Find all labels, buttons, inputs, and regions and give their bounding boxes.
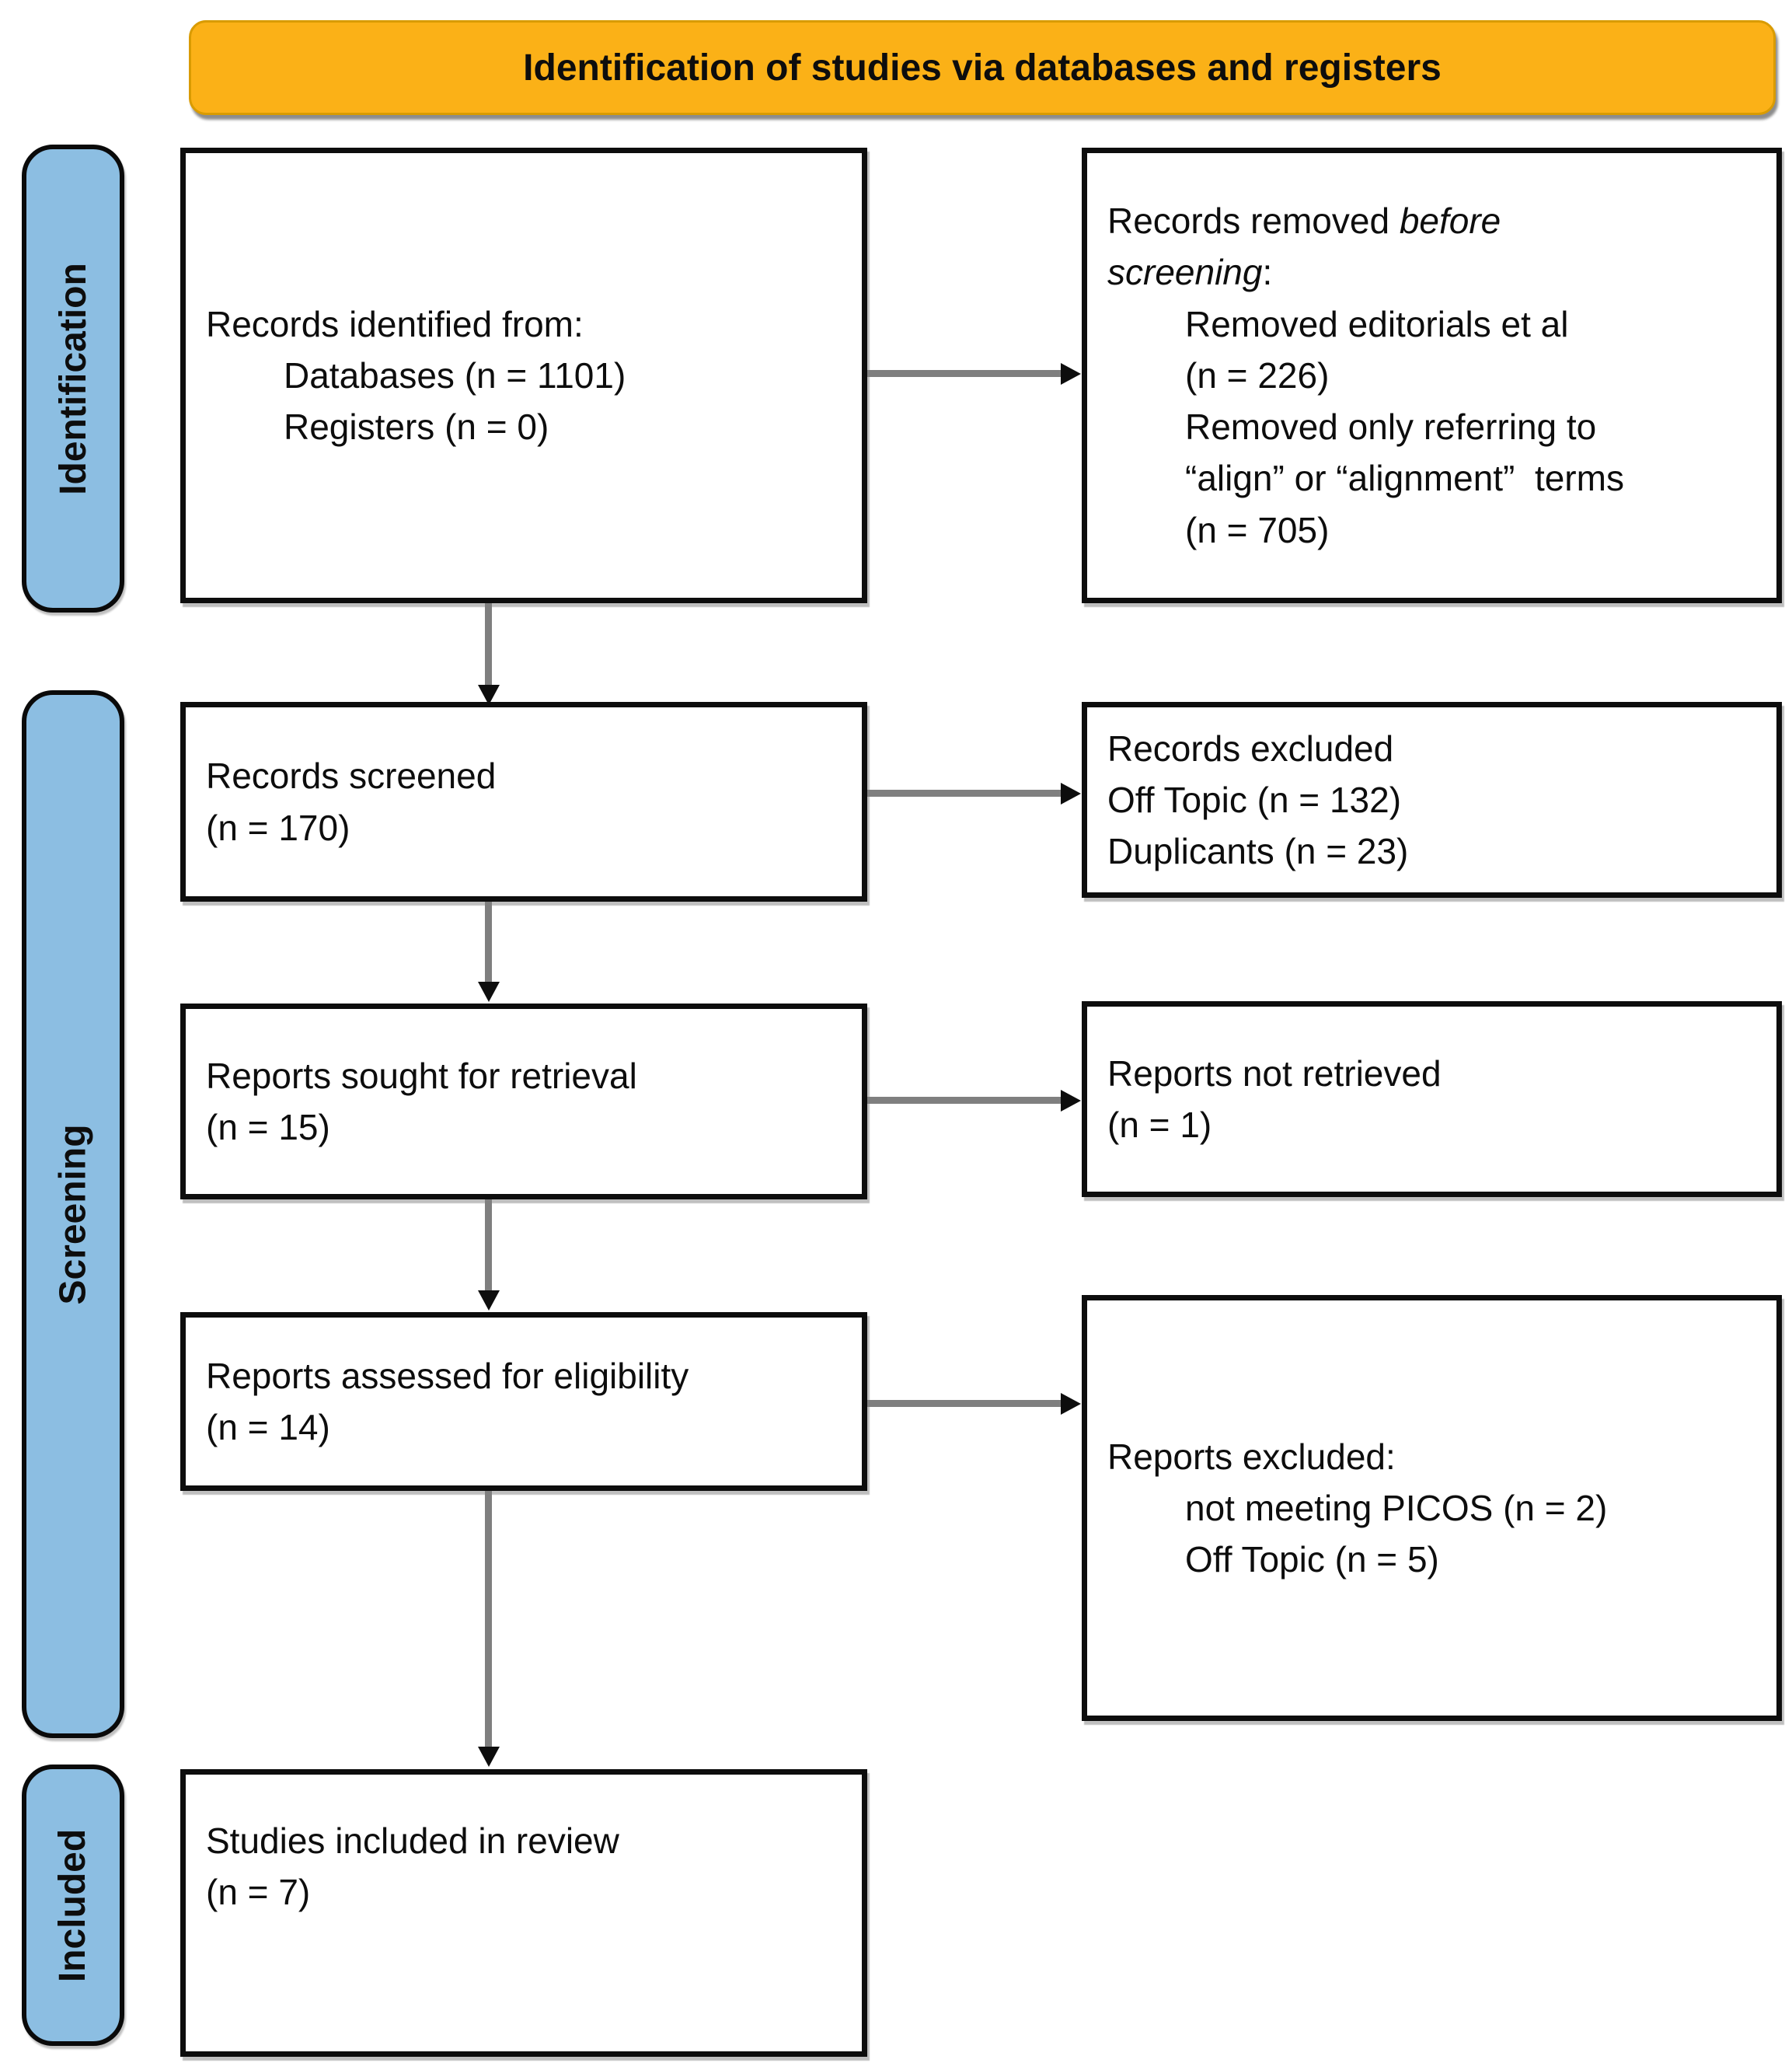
box-studies-included-review: Studies included in review(n = 7) xyxy=(180,1769,867,2057)
banner-title: Identification of studies via databases … xyxy=(523,47,1442,89)
banner-identification-studies: Identification of studies via databases … xyxy=(189,20,1776,115)
box-records-identified: Records identified from:Databases (n = 1… xyxy=(180,148,867,603)
box-reports-not-retrieved: Reports not retrieved(n = 1) xyxy=(1082,1001,1782,1197)
box-reports-sought-retrieval-text: Reports sought for retrieval(n = 15) xyxy=(206,1055,637,1147)
arrow-identified-to-screened xyxy=(485,603,492,686)
box-reports-assessed-eligibility: Reports assessed for eligibility(n = 14) xyxy=(180,1312,867,1491)
box-reports-excluded: Reports excluded:not meeting PICOS (n = … xyxy=(1082,1295,1782,1721)
box-records-identified-text: Records identified from:Databases (n = 1… xyxy=(206,303,626,448)
arrow-sought-to-assessed xyxy=(485,1199,492,1291)
box-reports-sought-retrieval: Reports sought for retrieval(n = 15) xyxy=(180,1004,867,1199)
box-records-screened: Records screened(n = 170) xyxy=(180,702,867,902)
stage-label-included: Included xyxy=(52,1828,94,1982)
box-studies-included-review-text: Studies included in review(n = 7) xyxy=(206,1820,619,1913)
box-reports-assessed-eligibility-text: Reports assessed for eligibility(n = 14) xyxy=(206,1355,689,1447)
stage-pill-included: Included xyxy=(22,1765,124,2046)
stage-label-screening: Screening xyxy=(52,1123,94,1305)
arrow-assessed-to-included xyxy=(485,1491,492,1747)
stage-label-identification: Identification xyxy=(52,262,94,495)
arrow-screened-to-excluded xyxy=(867,790,1062,797)
box-reports-not-retrieved-text: Reports not retrieved(n = 1) xyxy=(1107,1052,1442,1145)
box-reports-excluded-text: Reports excluded:not meeting PICOS (n = … xyxy=(1107,1436,1608,1580)
stage-pill-identification: Identification xyxy=(22,145,124,613)
arrow-sought-to-not-retrieved xyxy=(867,1097,1062,1104)
box-records-screened-text: Records screened(n = 170) xyxy=(206,756,497,848)
arrow-assessed-to-reports-excluded xyxy=(867,1400,1062,1407)
arrow-identified-to-removed xyxy=(867,370,1062,377)
stage-pill-screening: Screening xyxy=(22,690,124,1738)
arrow-screened-to-sought xyxy=(485,902,492,983)
